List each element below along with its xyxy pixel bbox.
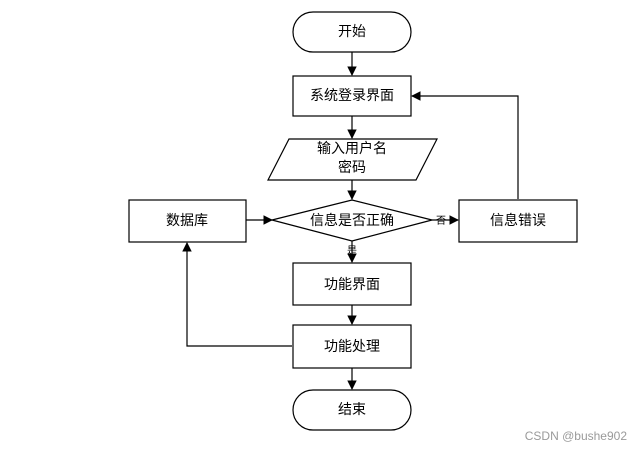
end-terminator: 结束 — [292, 389, 412, 431]
start-label: 开始 — [338, 24, 366, 40]
start-terminator: 开始 — [292, 11, 412, 53]
function-screen-box: 功能界面 — [292, 262, 412, 306]
input-label-line2: 密码 — [338, 159, 366, 176]
function-screen-label: 功能界面 — [324, 277, 380, 293]
input-label-line1: 输入用户名 — [317, 140, 387, 157]
error-label: 信息错误 — [490, 212, 546, 229]
no-label: 否 — [436, 215, 446, 227]
function-process-box: 功能处理 — [292, 324, 412, 369]
decision-diamond: 信息是否正确 — [271, 199, 433, 242]
database-label: 数据库 — [166, 213, 208, 229]
function-process-label: 功能处理 — [324, 339, 380, 355]
arrow-process-to-database — [182, 242, 292, 347]
login-screen-box: 系统登录界面 — [292, 75, 412, 117]
input-parallelogram: 输入用户名 密码 — [267, 138, 438, 181]
decision-label: 信息是否正确 — [310, 212, 394, 229]
connectors — [182, 52, 519, 390]
watermark: CSDN @bushe902 — [525, 429, 628, 443]
database-box: 数据库 — [128, 199, 247, 243]
login-screen-label: 系统登录界面 — [310, 88, 394, 104]
error-box: 信息错误 — [458, 199, 578, 243]
arrow-error-to-login — [411, 91, 519, 199]
end-label: 结束 — [338, 402, 366, 418]
yes-label: 是 — [347, 245, 357, 257]
